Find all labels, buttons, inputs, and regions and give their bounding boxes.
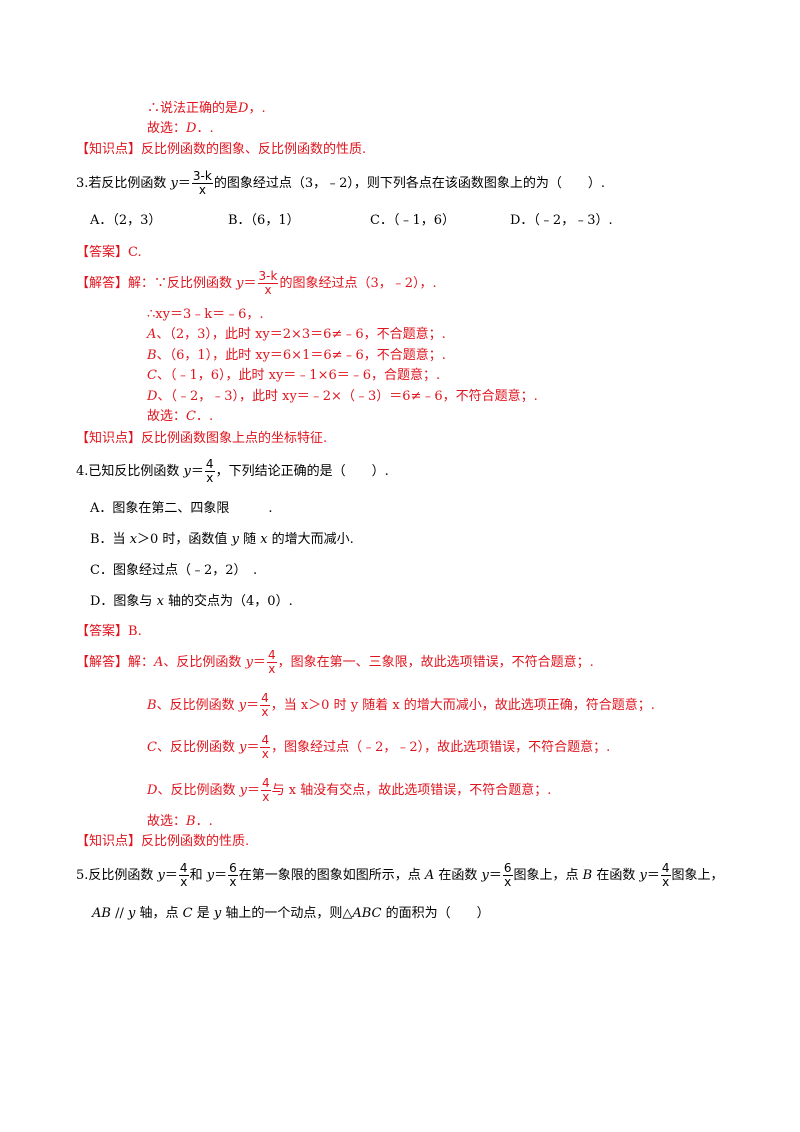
q3-choose-line: 故选：C．.: [147, 409, 214, 424]
q4-option-b: B．当 x＞0 时，函数值 y 随 x 的增大而减小.: [90, 532, 354, 547]
q4-answer: 【答案】B.: [76, 624, 142, 639]
q4-choose-line: 故选：B．.: [147, 814, 213, 829]
q3-option-c: C．（﹣1，6）: [370, 213, 455, 228]
q4-option-d: D．图象与 x 轴的交点为（4，0）.: [90, 594, 293, 609]
q5-stem-line-2: AB // y 轴，点 C 是 y 轴上的一个动点，则△ABC 的面积为（ ）: [92, 906, 490, 921]
q3-answer: 【答案】C.: [76, 245, 142, 260]
q3-solution-line-d: D、（﹣2，﹣3），此时 xy＝﹣2×（﹣3）＝6≠﹣6，不符合题意；.: [147, 389, 538, 404]
q3-option-d: D．（﹣2，﹣3）.: [510, 213, 613, 228]
q3-solution-line-c: C、（﹣1，6），此时 xy＝﹣1×6＝﹣6，合题意；.: [147, 368, 441, 383]
prev-therefore-line: ∴说法正确的是D，.: [147, 101, 266, 116]
q3-option-b: B．（6，1）: [228, 213, 300, 228]
q4-knowledge-point: 【知识点】反比例函数的性质.: [76, 834, 250, 849]
q3-knowledge-point: 【知识点】反比例函数图象上点的坐标特征.: [76, 431, 328, 446]
q3-solution-line-a: A、（2，3），此时 xy＝2×3＝6≠﹣6，不合题意；.: [147, 327, 446, 342]
q4-option-a: A．图象在第二、四象限 .: [90, 501, 273, 516]
q3-option-a: A．（2，3）: [90, 213, 162, 228]
prev-knowledge-point: 【知识点】反比例函数的图象、反比例函数的性质.: [76, 142, 367, 157]
q4-option-c: C．图象经过点（﹣2，2） .: [90, 563, 258, 578]
prev-choose-line: 故选：D．.: [147, 121, 214, 136]
q3-solution-line-b: B、（6，1），此时 xy＝6×1＝6≠﹣6，不合题意；.: [147, 348, 446, 363]
q3-solution-line-0: ∴xy＝3﹣k＝﹣6，.: [147, 307, 264, 322]
